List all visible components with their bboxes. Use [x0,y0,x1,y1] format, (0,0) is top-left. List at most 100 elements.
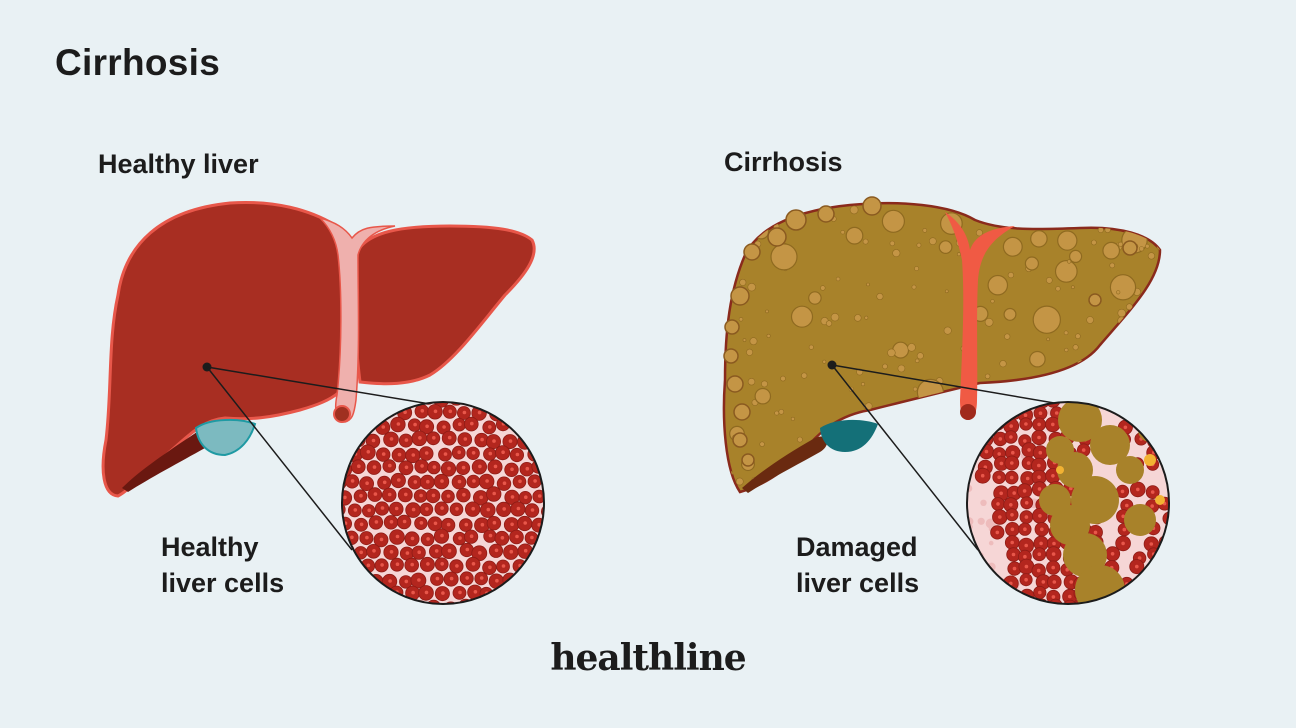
cell-nucleus [447,435,452,440]
cell-nucleus [419,521,424,525]
scar-tissue [1138,418,1162,442]
cell-nucleus [440,533,444,538]
cirrhosis-pointer-line-top [831,364,1061,405]
surface-nodule [1071,285,1075,290]
liver-cell [1158,402,1169,409]
cell-nucleus [413,422,417,427]
surface-nodule [978,441,985,448]
surface-nodule [1075,333,1081,340]
cell-nucleus [492,520,497,525]
healthy-liver [101,200,536,498]
cell-nucleus [1150,490,1155,494]
cell-nucleus [1137,556,1142,560]
fat-droplet [980,499,987,506]
surface-nodule [907,343,916,352]
cell-nucleus [984,437,988,442]
liver-cell [991,402,1005,409]
cell-nucleus [457,479,462,484]
cell-nucleus [337,564,341,568]
cell-nucleus [1121,541,1125,546]
surface-nodule [998,210,1007,218]
cell-nucleus [1108,605,1112,609]
surface-nodule [860,382,865,387]
cell-nucleus [465,547,470,552]
cell-nucleus [435,576,440,581]
surface-nodule [1088,217,1096,226]
liver-cell [1062,599,1078,604]
cell-nucleus [431,493,436,498]
liver-cell [503,405,519,421]
cell-nucleus [446,522,451,527]
cell-nucleus [455,396,459,400]
liver-cell [1144,402,1160,410]
fat-deposit [1155,495,1165,505]
cell-nucleus [1023,554,1027,559]
cell-nucleus [426,479,430,484]
cell-nucleus [447,548,452,553]
surface-nodule [916,352,924,360]
cell-nucleus [1069,580,1074,584]
cell-nucleus [411,507,416,512]
cell-nucleus [404,438,409,442]
edge-nodule [817,205,835,223]
surface-nodule [754,387,772,405]
liver-cell [1120,402,1134,408]
cell-nucleus [998,409,1003,414]
healthy-liver-right-lobe [353,224,536,386]
cell-nucleus [359,522,364,527]
cell-nucleus [343,495,347,500]
surface-nodule [879,475,884,480]
cell-nucleus [1149,542,1154,546]
cell-nucleus [531,591,536,595]
cell-nucleus [338,480,342,484]
surface-nodule [889,240,895,247]
cell-nucleus [995,530,1000,535]
cell-nucleus [1051,474,1055,478]
cell-nucleus [417,550,422,554]
liver-cell [539,402,544,407]
surface-nodule [987,274,1009,296]
page-title: Cirrhosis [55,42,221,83]
surface-nodule [865,402,873,410]
cell-nucleus [488,425,492,429]
surface-nodule [1129,372,1136,379]
cell-nucleus [389,437,394,441]
surface-nodule [825,320,833,327]
surface-nodule [984,317,994,327]
cell-nucleus [1080,604,1084,608]
cell-nucleus [518,479,522,484]
liver-cell [443,601,459,604]
cell-nucleus [997,475,1001,480]
cell-nucleus [394,506,399,511]
cell-nucleus [502,481,507,486]
cell-nucleus [1120,489,1125,494]
cell-nucleus [545,397,549,401]
cell-nucleus [426,537,430,541]
damaged-cells-label-line2: liver cells [796,568,920,598]
surface-nodule [770,243,798,271]
cirrhosis-ligament-end [960,404,976,420]
liver-cell [1160,446,1169,462]
scar-tissue [1058,402,1102,442]
cell-nucleus [404,465,409,470]
surface-nodule [914,358,920,363]
liver-cell [347,561,361,575]
surface-nodule [854,314,862,322]
cell-nucleus [1011,552,1016,557]
surface-nodule [820,285,826,291]
cell-nucleus [547,537,551,541]
fat-droplet [1002,591,1011,600]
cell-nucleus [492,491,497,496]
liver-cell [1117,588,1132,603]
liver-cell [1147,576,1163,592]
cell-nucleus [1110,552,1115,556]
edge-nodule [1088,293,1102,307]
cell-nucleus [1051,565,1055,570]
cell-nucleus [1150,504,1154,508]
cell-nucleus [538,437,542,442]
surface-nodule [759,441,765,447]
liver-cell [404,402,419,406]
healthy-pointer-line-bottom [206,366,353,551]
surface-nodule [1063,330,1069,336]
liver-cell [993,404,1008,419]
